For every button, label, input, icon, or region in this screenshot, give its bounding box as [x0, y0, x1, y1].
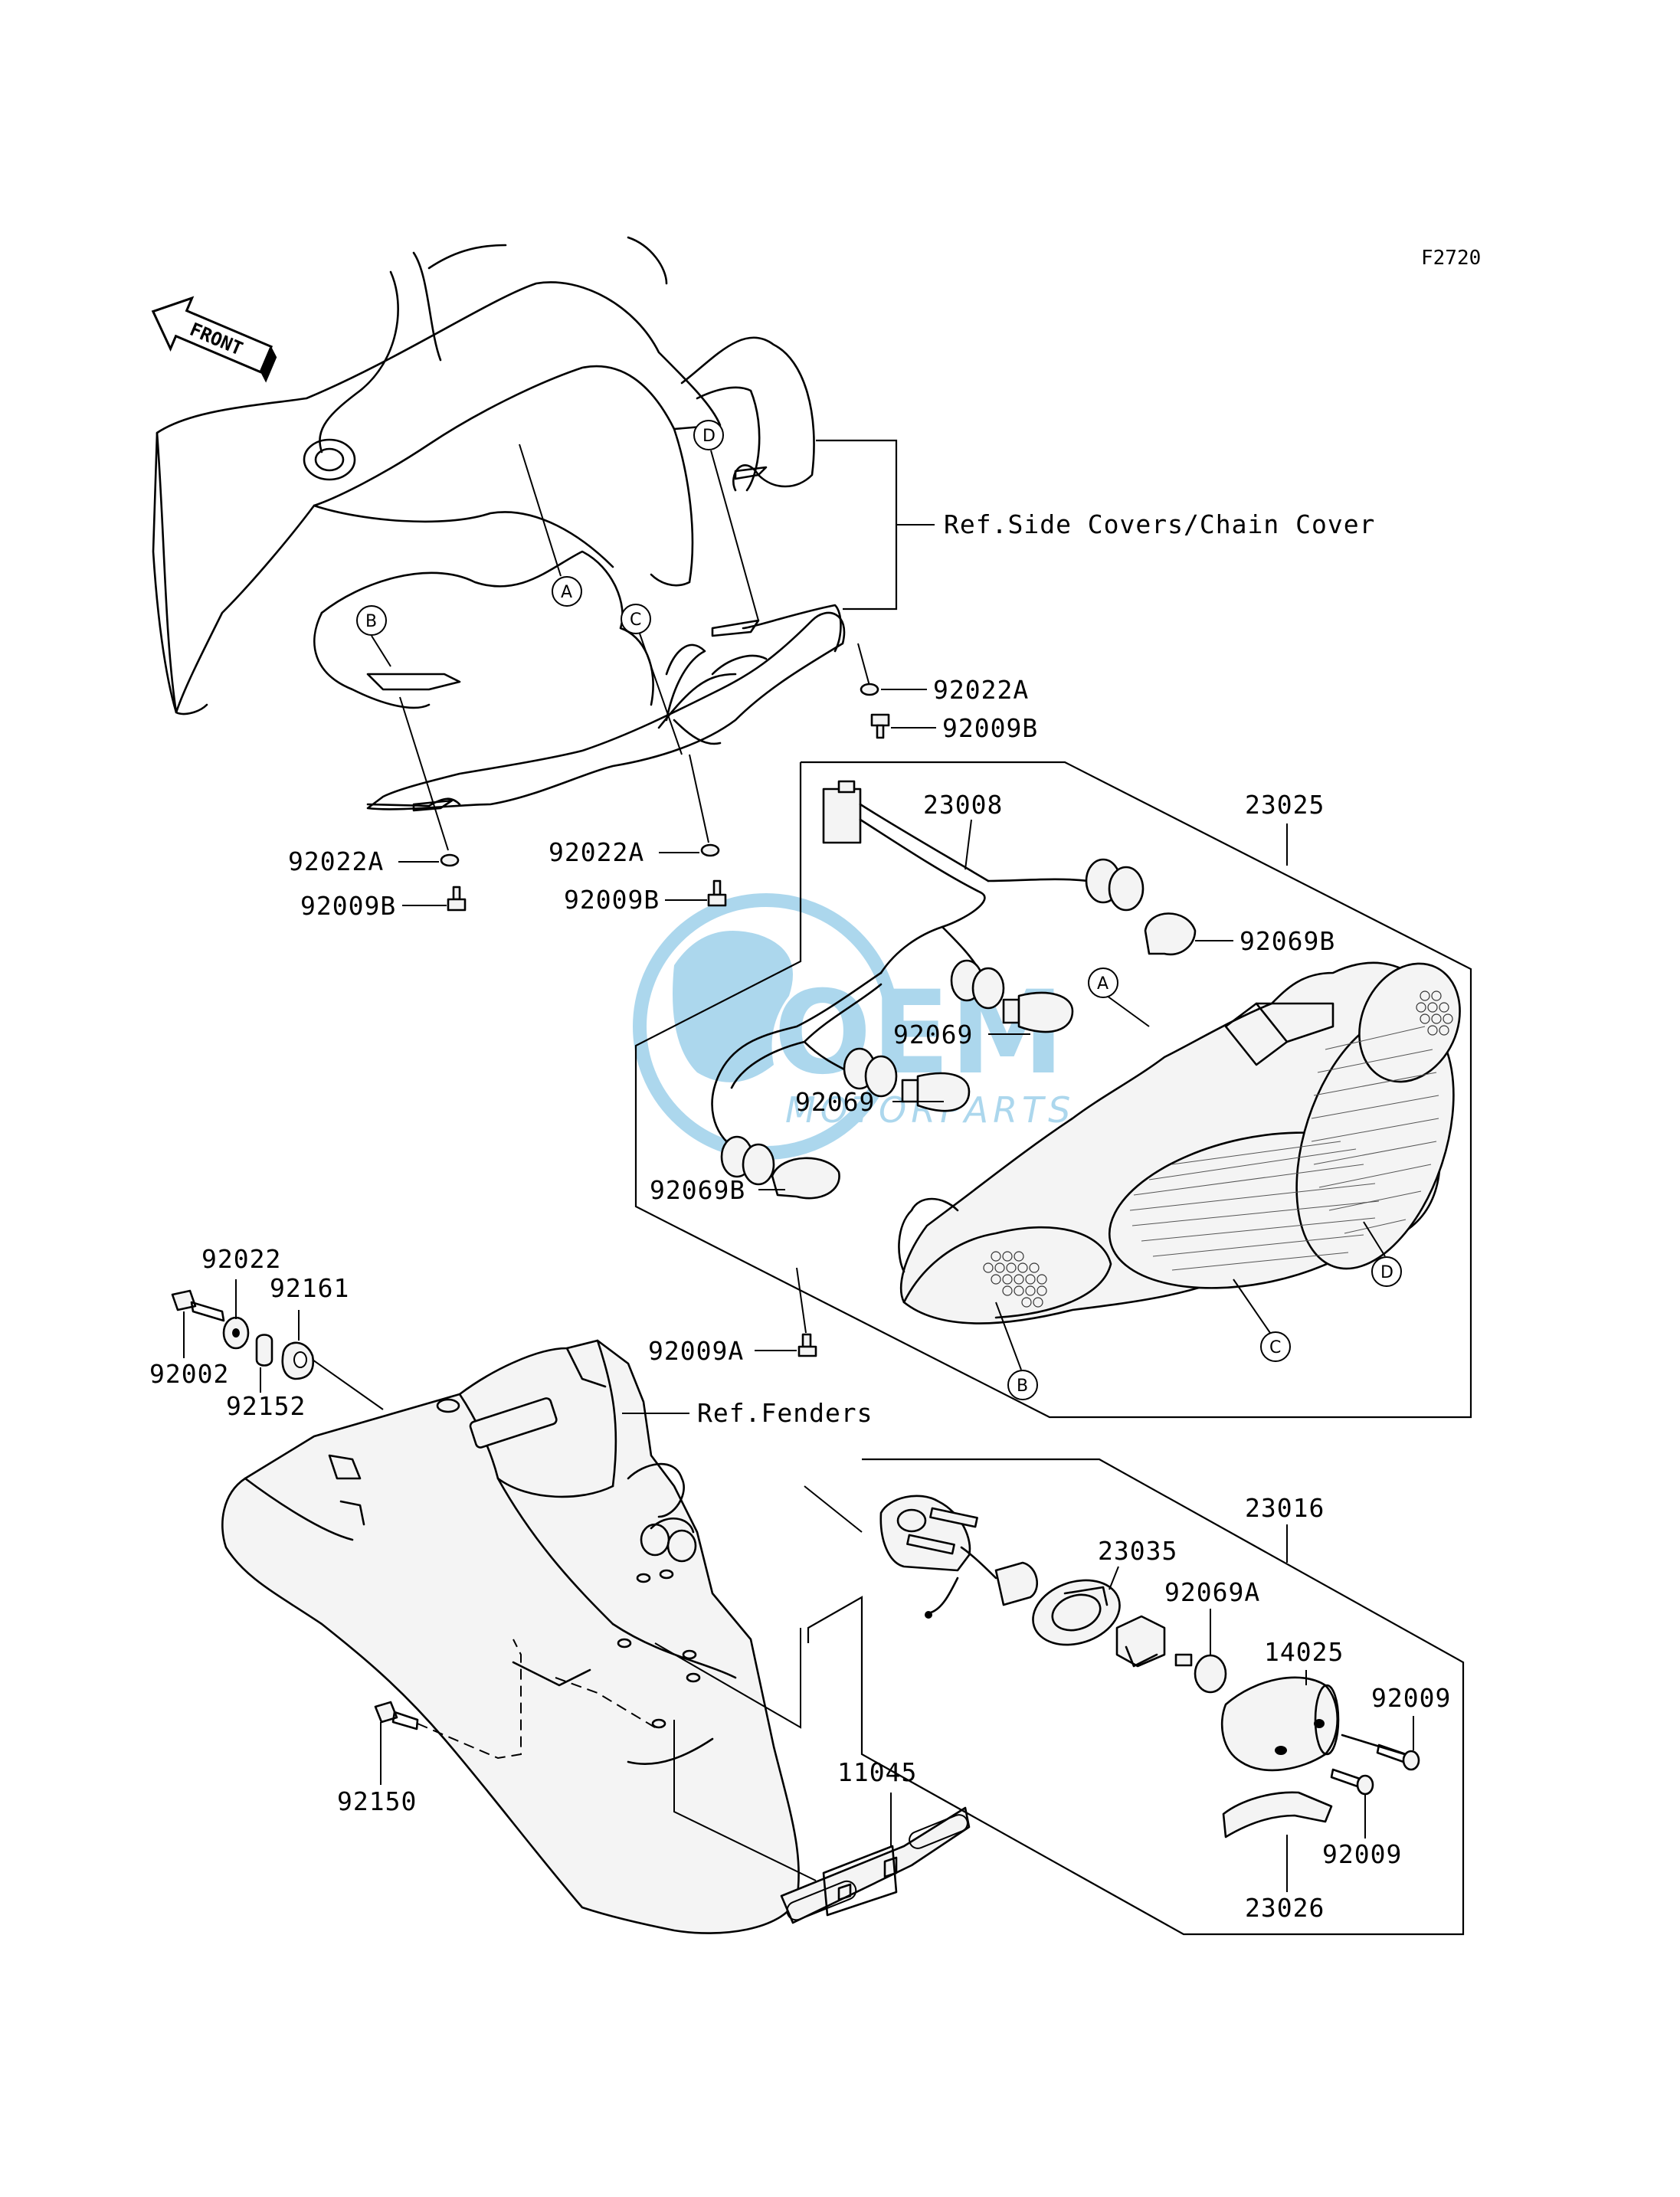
dashed-guide-fender — [555, 1677, 656, 1728]
lamp-socket-23035 — [1032, 1566, 1121, 1646]
dashed-guide-92150 — [417, 1639, 522, 1760]
washer-92022-icon — [222, 1279, 250, 1350]
part-label-92009B-right: 92009B — [942, 713, 1038, 743]
part-label-23016: 23016 — [1245, 1493, 1325, 1523]
ref-letter-d-top: D — [693, 420, 759, 621]
bulb-92069A-icon — [1174, 1609, 1227, 1694]
bracket-guide-line — [673, 1720, 817, 1881]
ref-side-covers-label: Ref.Side Covers/Chain Cover — [944, 509, 1375, 539]
collar-92152-icon — [255, 1334, 273, 1393]
ref-letter-c-top: C — [621, 604, 683, 755]
watermark-globe-land — [673, 931, 793, 1082]
bolt-92002-icon — [171, 1289, 225, 1358]
part-label-92069-upper: 92069 — [893, 1020, 973, 1049]
side-covers-bracket — [816, 439, 935, 611]
part-label-92069B-bottom: 92069B — [650, 1175, 745, 1205]
part-label-92161: 92161 — [270, 1273, 349, 1303]
ref-letter-b-tail: B — [995, 1302, 1038, 1400]
seat-cowl-drawing — [152, 236, 846, 812]
screw-92009A-icon — [755, 1267, 817, 1357]
ref-letter-b-top: B — [356, 605, 391, 667]
part-label-23025: 23025 — [1245, 790, 1325, 820]
grommet-92161-icon — [281, 1310, 384, 1410]
svg-text:D: D — [702, 427, 716, 446]
lens-23026 — [1222, 1791, 1333, 1892]
bolt-92009B-right-icon — [870, 713, 936, 739]
bolt-92150-icon — [374, 1701, 419, 1785]
tail-lamp-housing — [898, 961, 1461, 1324]
svg-text:A: A — [1097, 974, 1109, 994]
part-label-23026: 23026 — [1245, 1893, 1325, 1923]
part-label-92069B-top: 92069B — [1240, 926, 1335, 956]
license-bracket-11045 — [780, 1793, 971, 1924]
rear-fender-drawing — [221, 1339, 800, 1934]
svg-text:B: B — [365, 612, 377, 631]
part-label-23035: 23035 — [1098, 1536, 1177, 1566]
lens-cover-14025 — [1220, 1670, 1340, 1772]
part-label-92009-right: 92009 — [1371, 1683, 1451, 1713]
svg-text:A: A — [561, 583, 572, 602]
ref-letter-c-tail: C — [1233, 1279, 1291, 1362]
part-label-92069A: 92069A — [1164, 1577, 1260, 1607]
bulb-92069B-bottom-icon — [758, 1157, 840, 1200]
bolt-92009B-center-icon — [665, 879, 727, 907]
part-label-92150: 92150 — [337, 1786, 417, 1816]
ref-fenders-label: Ref.Fenders — [697, 1398, 873, 1428]
ref-letter-a-top: A — [519, 444, 582, 607]
tail-light-frame — [634, 761, 1472, 1419]
washer-92022A-left-icon — [398, 696, 460, 867]
washer-92022A-center-icon — [659, 754, 720, 857]
svg-text:B: B — [1017, 1377, 1028, 1396]
bolt-92009B-left-icon — [402, 886, 467, 912]
part-label-92022A-right: 92022A — [933, 675, 1029, 705]
part-label-92069-lower: 92069 — [795, 1087, 875, 1117]
part-label-11045: 11045 — [837, 1757, 917, 1787]
wire-harness-23008 — [711, 780, 1145, 1186]
front-arrow-icon: FRONT — [151, 296, 277, 383]
license-lamp-frame — [654, 1458, 1465, 1936]
washer-92022A-right-icon — [857, 643, 927, 696]
part-label-23008: 23008 — [923, 790, 1003, 820]
bulb-92069B-top-icon — [1144, 912, 1233, 956]
bulb-92069-lower-icon — [892, 1072, 971, 1112]
screw-92009-right-icon — [1341, 1716, 1420, 1771]
part-label-92022A-center: 92022A — [549, 837, 644, 867]
svg-text:D: D — [1380, 1263, 1393, 1282]
part-label-92009-lower: 92009 — [1322, 1839, 1402, 1869]
part-label-92009B-center: 92009B — [564, 885, 660, 915]
svg-text:C: C — [1269, 1338, 1281, 1357]
part-label-92009B-left: 92009B — [300, 891, 396, 921]
part-label-92002: 92002 — [149, 1359, 229, 1389]
svg-text:C: C — [630, 611, 641, 630]
figure-code: F2720 — [1421, 247, 1481, 270]
ref-letter-d-tail: D — [1363, 1221, 1402, 1287]
part-label-92152: 92152 — [226, 1391, 306, 1421]
part-label-14025: 14025 — [1264, 1637, 1344, 1667]
part-label-92022A-left: 92022A — [288, 846, 384, 876]
part-label-92009A: 92009A — [648, 1336, 744, 1366]
license-lamp-base — [879, 1495, 1038, 1619]
bulb-92069-upper-icon — [988, 991, 1074, 1035]
lamp-holder-clip — [1115, 1615, 1166, 1668]
part-label-92022: 92022 — [201, 1244, 281, 1274]
screw-92009-lower-icon — [1330, 1768, 1374, 1838]
ref-letter-a-tail: A — [1088, 968, 1150, 1027]
